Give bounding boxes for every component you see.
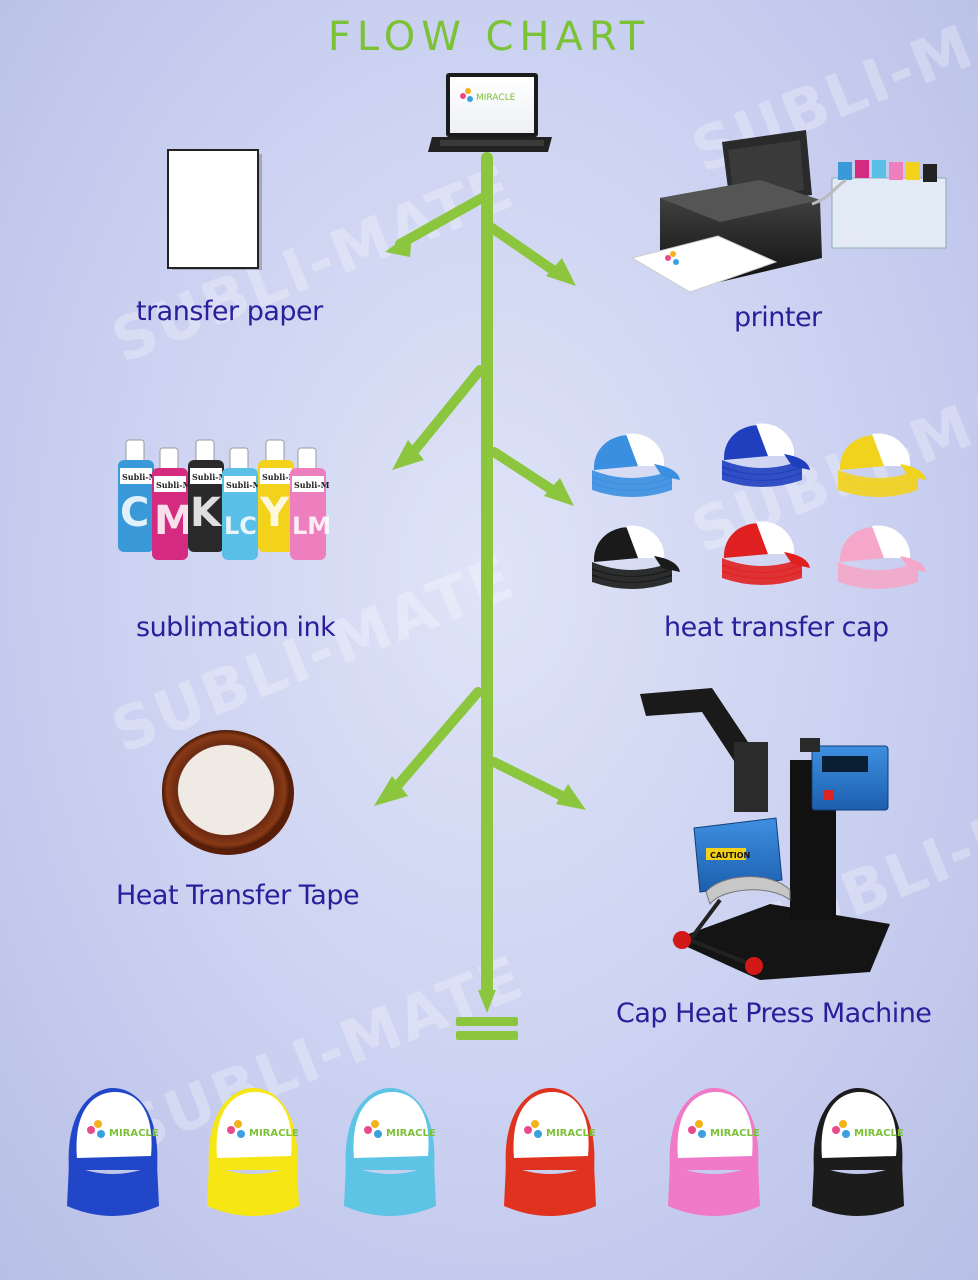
ink-letter: C xyxy=(120,490,149,536)
transfer-paper-icon xyxy=(168,150,262,270)
cap-logo-text: MIRACLE xyxy=(386,1128,436,1139)
stacked-cap-icon xyxy=(838,433,926,497)
caution-label: CAUTION xyxy=(710,851,750,860)
finished-cap-icon: MIRACLE xyxy=(504,1088,596,1216)
label-printer: printer xyxy=(734,302,822,333)
stacked-cap-icon xyxy=(722,521,810,585)
ink-bottle: Subli-M LM xyxy=(290,448,331,560)
stacked-cap-icon xyxy=(838,525,926,589)
stacked-cap-icon xyxy=(722,423,810,487)
heat-transfer-tape-icon xyxy=(162,730,294,855)
ink-brand-label: Subli-M xyxy=(156,480,192,490)
cap-logo-text: MIRACLE xyxy=(854,1128,904,1139)
ink-bottle: Subli-M M xyxy=(152,448,194,560)
sublimation-ink-bottles: Subli-MCSubli-MMSubli-MKSubli-MLCSubli-M… xyxy=(118,440,331,560)
cap-logo-text: MIRACLE xyxy=(249,1128,299,1139)
ink-letter: LM xyxy=(292,512,331,540)
ink-bottle: Subli-MK xyxy=(188,440,228,552)
equals-icon xyxy=(456,1017,518,1040)
finished-cap-icon: MIRACLE xyxy=(812,1088,904,1216)
ink-letter: M xyxy=(154,498,194,544)
ink-brand-label: Subli-M xyxy=(226,480,262,490)
ink-letter: LC xyxy=(224,512,257,540)
finished-cap-icon: MIRACLE xyxy=(344,1088,436,1216)
finished-cap-icon: MIRACLE xyxy=(668,1088,760,1216)
cap-heat-press-icon: CAUTION xyxy=(640,688,890,980)
flow-arrows xyxy=(374,158,586,1013)
printer-icon xyxy=(632,130,946,292)
label-sublimation-ink: sublimation ink xyxy=(136,612,335,643)
ink-brand-label: Subli-M xyxy=(294,480,330,490)
stacked-cap-icon xyxy=(592,525,680,589)
logo-text: MIRACLE xyxy=(476,93,516,103)
label-cap-press: Cap Heat Press Machine xyxy=(616,998,931,1029)
stacked-cap-icon xyxy=(592,433,680,497)
finished-cap-icon: MIRACLE xyxy=(67,1088,159,1216)
label-heat-transfer-cap: heat transfer cap xyxy=(664,612,889,643)
laptop-icon: MIRACLE xyxy=(428,73,552,152)
heat-transfer-caps xyxy=(592,423,926,589)
ink-letter: K xyxy=(190,490,223,536)
finished-cap-icon: MIRACLE xyxy=(207,1088,299,1216)
ink-bottle: Subli-M LC xyxy=(222,448,262,560)
label-heat-transfer-tape: Heat Transfer Tape xyxy=(116,880,359,911)
ink-letter: Y xyxy=(259,490,290,536)
cap-logo-text: MIRACLE xyxy=(710,1128,760,1139)
ink-bottle: Subli-MC xyxy=(118,440,158,552)
label-transfer-paper: transfer paper xyxy=(136,296,323,327)
cap-logo-text: MIRACLE xyxy=(546,1128,596,1139)
cap-logo-text: MIRACLE xyxy=(109,1128,159,1139)
finished-caps-row: MIRACLE MIRACLE MIRACLE MIRACLE MIRACLE MIRAC… xyxy=(67,1088,904,1216)
